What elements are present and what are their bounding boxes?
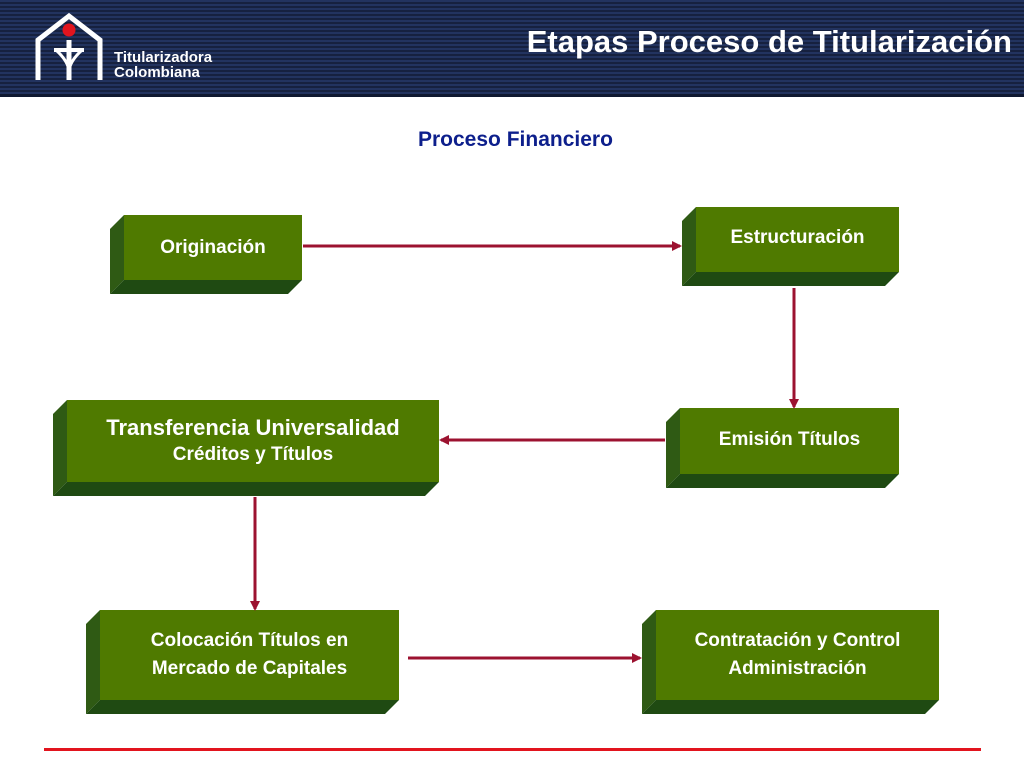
- header-bar: [0, 0, 1024, 94]
- step-transferencia-box: [53, 400, 439, 496]
- page-title: Etapas Proceso de Titularización: [526, 24, 1012, 59]
- step-colocacion-box: [86, 610, 399, 714]
- step-colocacion-line2: Mercado de Capitales: [151, 658, 348, 679]
- step-contratacion-box: [642, 610, 939, 714]
- step-estructuracion-label: Estructuración: [696, 207, 899, 272]
- step-emision-text: Emisión Títulos: [718, 429, 861, 450]
- step-emision-label: Emisión Títulos: [680, 408, 899, 474]
- step-contratacion-line1: Contratación y Control: [694, 630, 901, 651]
- step-estructuracion-text: Estructuración: [730, 227, 865, 248]
- brand-line-2: Colombiana: [114, 64, 200, 81]
- step-colocacion-label: Colocación Títulos en Mercado de Capital…: [100, 610, 399, 700]
- step-colocacion-line1: Colocación Títulos en: [150, 630, 349, 651]
- step-transferencia-label: Transferencia Universalidad Créditos y T…: [67, 400, 439, 482]
- header-border: [0, 94, 1024, 97]
- step-transferencia-line1: Transferencia Universalidad: [106, 415, 400, 440]
- step-emision-box: [666, 408, 899, 488]
- step-originacion-box: [110, 215, 302, 294]
- step-originacion-text: Originación: [160, 236, 266, 258]
- step-originacion-label: Originación: [124, 215, 302, 280]
- step-transferencia-line2: Créditos y Títulos: [172, 444, 334, 465]
- step-estructuracion-box: [682, 207, 899, 286]
- house-person-icon: [35, 12, 103, 80]
- brand-name: Titularizadora Colombiana: [114, 50, 212, 80]
- brand-line-1: Titularizadora: [114, 49, 213, 66]
- footer-divider: [44, 748, 981, 751]
- diagram-subtitle: Proceso Financiero: [418, 128, 613, 151]
- step-contratacion-line2: Administración: [728, 658, 867, 679]
- step-contratacion-label: Contratación y Control Administración: [656, 610, 939, 700]
